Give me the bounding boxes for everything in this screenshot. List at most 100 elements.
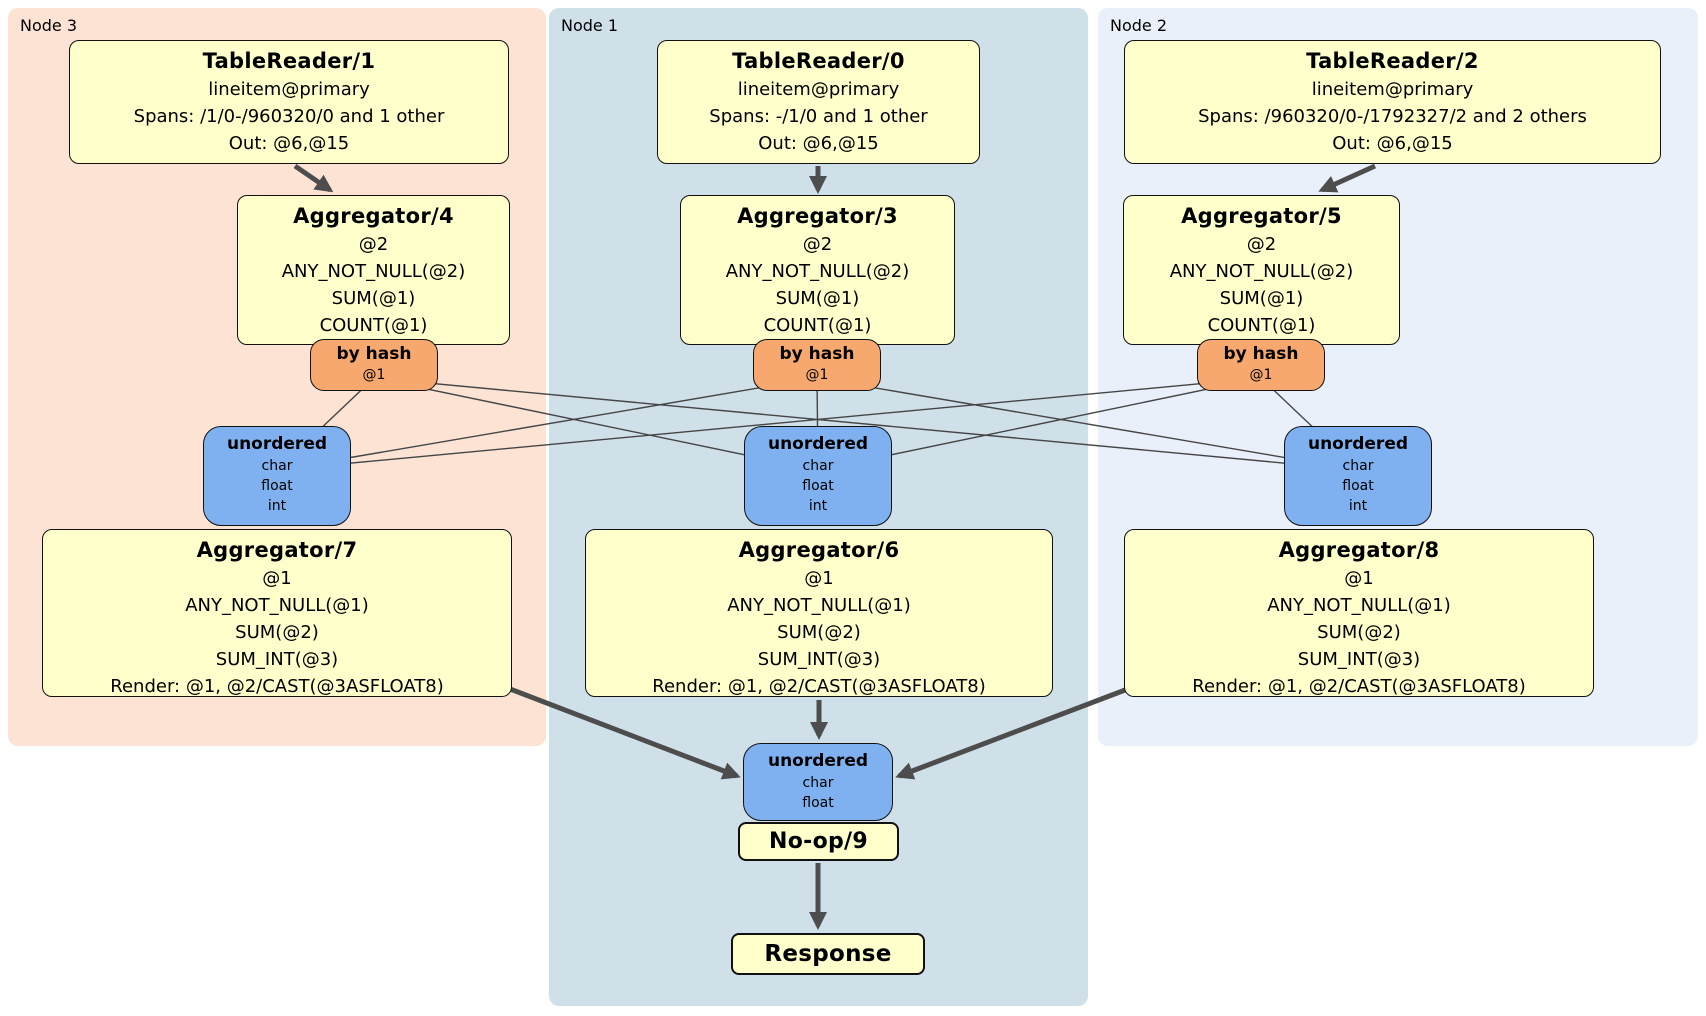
box-line: int xyxy=(267,498,287,514)
operator-title: Response xyxy=(764,941,892,967)
box-line: char xyxy=(261,458,293,474)
box-line: Out: @6,@15 xyxy=(1332,133,1453,154)
router-details: @1 xyxy=(311,366,437,384)
response-box: Response xyxy=(731,933,925,975)
operator-title: Aggregator/5 xyxy=(1181,204,1342,228)
box-line: @1 xyxy=(1344,568,1374,589)
box-line: float xyxy=(802,478,834,494)
box-line: int xyxy=(808,498,828,514)
box-line: @1 xyxy=(362,367,386,383)
node3-label: Node 3 xyxy=(20,16,78,35)
box-line: lineitem@primary xyxy=(1311,79,1474,100)
operator-title: Aggregator/6 xyxy=(738,538,900,562)
box-line: ANY_NOT_NULL(@1) xyxy=(727,595,911,616)
box-line: Out: @6,@15 xyxy=(758,133,879,154)
box-line: SUM(@2) xyxy=(235,622,319,643)
box-line: SUM(@2) xyxy=(777,622,861,643)
box-line: Spans: -/1/0 and 1 other xyxy=(709,106,928,127)
box-line: SUM(@1) xyxy=(775,288,860,309)
box-line: lineitem@primary xyxy=(208,79,370,100)
box-line: @1 xyxy=(262,568,292,589)
noop-box: No-op/9 xyxy=(738,822,899,861)
box-line: @1 xyxy=(805,367,829,383)
operator-title: Aggregator/8 xyxy=(1278,538,1440,562)
box-line: Render: @1, @2/CAST(@3ASFLOAT8) xyxy=(652,676,986,697)
box-line: COUNT(@1) xyxy=(319,315,428,336)
box-line: float xyxy=(1342,478,1374,494)
router-title: by hash xyxy=(1223,344,1299,364)
operator-title: TableReader/1 xyxy=(202,49,376,73)
box-line: Render: @1, @2/CAST(@3ASFLOAT8) xyxy=(110,676,444,697)
router-title: by hash xyxy=(336,344,412,364)
box-line: float xyxy=(802,795,834,811)
box-line: ANY_NOT_NULL(@1) xyxy=(1267,595,1451,616)
operator-title: TableReader/2 xyxy=(1306,49,1479,73)
box-line: ANY_NOT_NULL(@1) xyxy=(185,595,369,616)
box-line: char xyxy=(802,458,834,474)
box-line: @1 xyxy=(804,568,834,589)
by-hash-router-node1: by hash @1 xyxy=(753,339,881,391)
box-line: SUM_INT(@3) xyxy=(1297,649,1421,670)
box-line: @1 xyxy=(1249,367,1273,383)
box-line: SUM(@2) xyxy=(1317,622,1401,643)
box-line: int xyxy=(1348,498,1368,514)
box-line: lineitem@primary xyxy=(737,79,900,100)
operator-title: TableReader/0 xyxy=(732,49,905,73)
sync-title: unordered xyxy=(767,434,869,454)
router-title: by hash xyxy=(779,344,855,364)
operator-title: Aggregator/3 xyxy=(737,204,898,228)
sync-title: unordered xyxy=(1307,434,1409,454)
sync-details: char float int xyxy=(204,456,350,516)
box-line: Spans: /1/0-/960320/0 and 1 other xyxy=(133,106,445,127)
box-line: COUNT(@1) xyxy=(763,315,872,336)
operator-title: Aggregator/4 xyxy=(293,204,454,228)
box-line: SUM(@1) xyxy=(1219,288,1304,309)
node1-label: Node 1 xyxy=(561,16,619,35)
box-line: Out: @6,@15 xyxy=(228,133,350,154)
box-line: ANY_NOT_NULL(@2) xyxy=(1169,261,1354,282)
router-details: @1 xyxy=(1198,366,1324,384)
box-line: @2 xyxy=(802,234,833,255)
box-line: SUM_INT(@3) xyxy=(215,649,339,670)
box-line: COUNT(@1) xyxy=(1207,315,1316,336)
box-line: SUM(@1) xyxy=(331,288,416,309)
box-line: SUM_INT(@3) xyxy=(757,649,881,670)
box-line: char xyxy=(802,775,834,791)
box-line: float xyxy=(261,478,293,494)
sync-title: unordered xyxy=(226,434,328,454)
operator-title: No-op/9 xyxy=(769,829,868,854)
box-line: @2 xyxy=(358,234,389,255)
sync-details: char float int xyxy=(745,456,891,516)
operator-title: Aggregator/7 xyxy=(196,538,358,562)
flow-arrows xyxy=(293,163,1377,931)
box-line: Render: @1, @2/CAST(@3ASFLOAT8) xyxy=(1192,676,1526,697)
by-hash-router-node2: by hash @1 xyxy=(1197,339,1325,391)
box-line: Spans: /960320/0-/1792327/2 and 2 others xyxy=(1198,106,1587,127)
router-details: @1 xyxy=(754,366,880,384)
unordered-sync-node1: unordered char float int xyxy=(744,426,892,526)
sync-details: char float xyxy=(744,773,892,813)
box-line: ANY_NOT_NULL(@2) xyxy=(725,261,910,282)
by-hash-router-node3: by hash @1 xyxy=(310,339,438,391)
